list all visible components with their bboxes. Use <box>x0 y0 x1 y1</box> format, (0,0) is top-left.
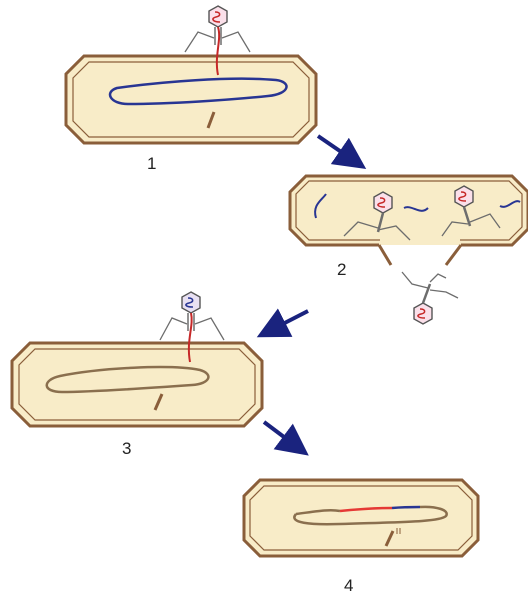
bacterial-cell-2 <box>290 176 528 245</box>
step4-group <box>244 480 478 556</box>
arrow-3-to-4 <box>264 422 296 446</box>
bacterial-cell-3 <box>12 343 262 426</box>
lysis-opening-left <box>379 245 391 265</box>
step-label-4: 4 <box>344 576 353 596</box>
step-label-2: 2 <box>337 260 346 280</box>
step3-group <box>12 292 262 426</box>
step2-group <box>290 176 528 324</box>
lysis-opening-right <box>446 245 461 265</box>
recombinant-segment-blue <box>392 507 420 508</box>
arrow-1-to-2 <box>318 136 353 160</box>
step-label-3: 3 <box>122 439 131 459</box>
arrow-2-to-3 <box>271 311 308 330</box>
step-label-1: 1 <box>147 154 156 174</box>
step1-group <box>66 6 316 143</box>
bacterial-cell-1 <box>66 56 316 143</box>
bacteriophage-2c-released <box>402 272 458 324</box>
